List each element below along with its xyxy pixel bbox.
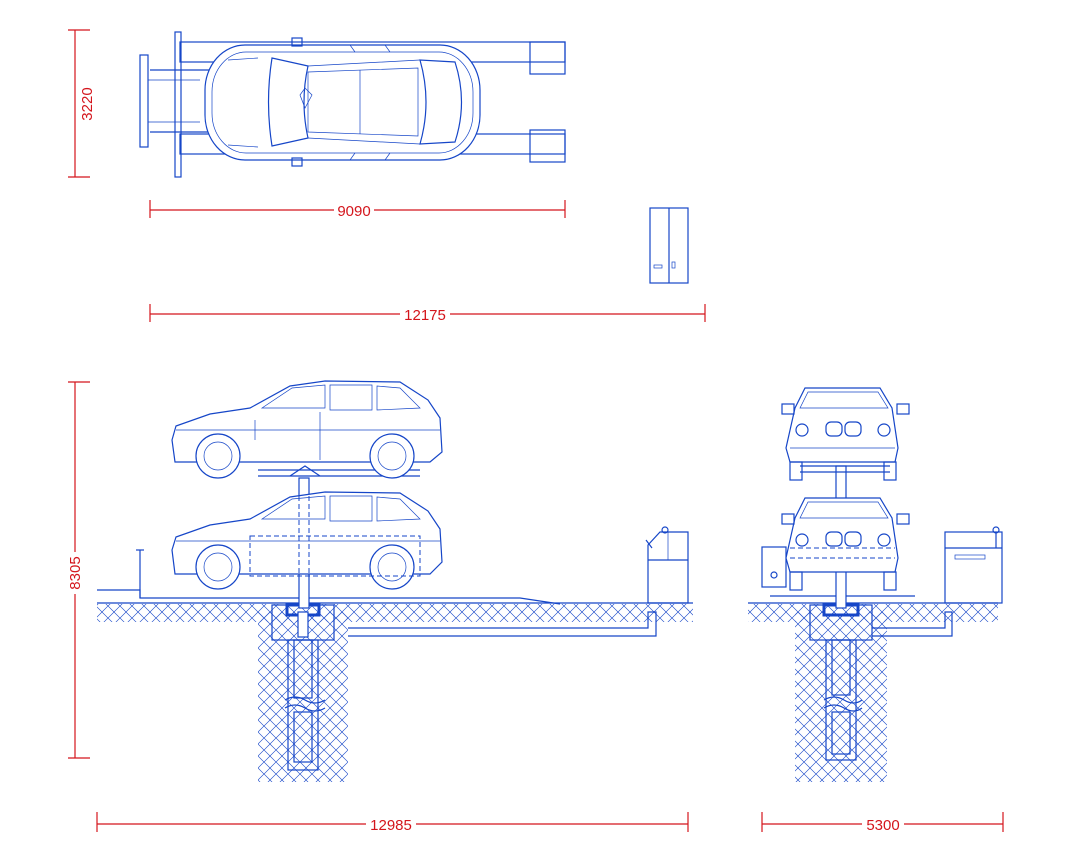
front-view: 5300 — [748, 387, 1004, 834]
dim-top-width: 3220 — [79, 87, 96, 120]
dim-top-length: 9090 — [337, 203, 370, 220]
side-lower-car — [171, 491, 443, 590]
top-windshield — [267, 57, 309, 147]
dim-side-length: 12985 — [370, 817, 412, 834]
dim-side-height: 8305 — [67, 556, 84, 589]
side-control-cabinet — [645, 526, 689, 604]
front-lower-car — [781, 497, 910, 591]
top-car — [204, 37, 481, 167]
side-upper-car — [171, 380, 443, 479]
front-upper-car — [781, 387, 910, 481]
front-control-cabinet — [944, 526, 1003, 604]
top-rear-window — [419, 59, 463, 145]
top-mirror-right — [291, 157, 303, 167]
top-control-cabinet — [649, 207, 689, 284]
dim-front-width: 5300 — [866, 817, 899, 834]
top-frame-post — [174, 31, 182, 178]
side-hydraulic-pipe — [348, 611, 657, 637]
side-view: 8305 12985 — [66, 380, 693, 834]
top-view: 3220 9090 12175 — [68, 29, 706, 324]
top-ramp-pad-lower — [529, 129, 566, 163]
top-ramp-pad-upper — [529, 41, 566, 75]
top-mirror-left — [291, 37, 303, 47]
side-lower-platform — [97, 589, 561, 605]
top-end-bar — [139, 54, 149, 148]
dim-top-total: 12175 — [404, 307, 446, 324]
